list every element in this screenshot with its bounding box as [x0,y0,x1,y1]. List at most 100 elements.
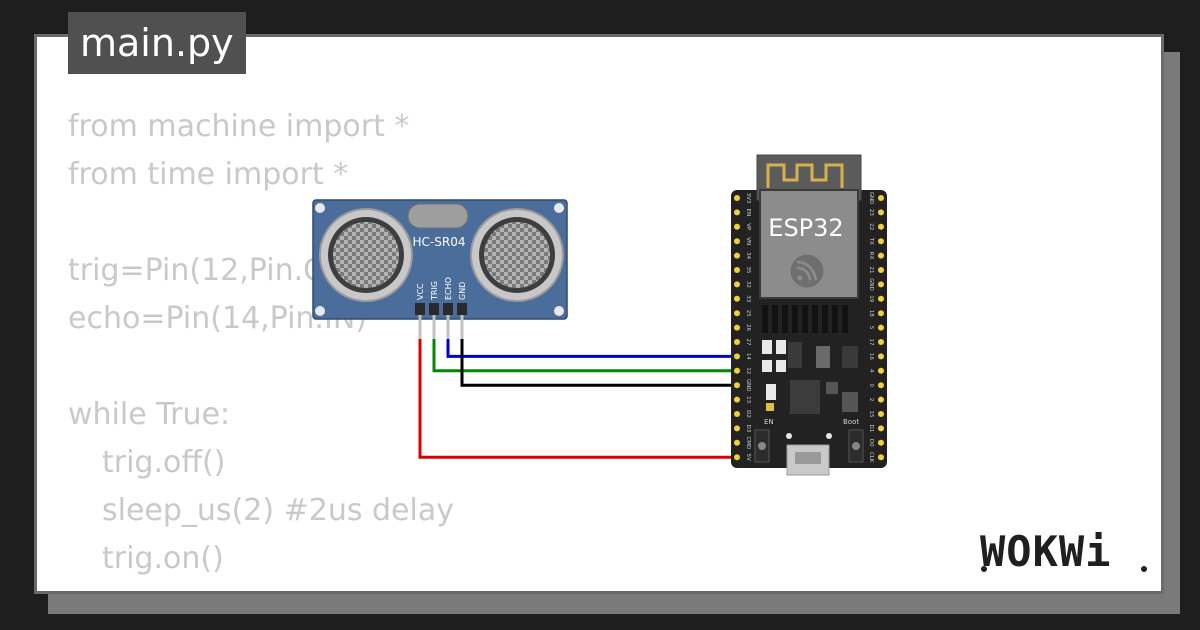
wokwi-logo: WOKWi [980,527,1147,576]
board-pin-left-27[interactable]: 27 [734,339,751,346]
board-pin-left-35[interactable]: 35 [734,267,751,274]
board-pin-label: 3V3 [745,193,751,204]
transducer-left [319,208,413,302]
board-pin-right-23[interactable]: 23 [868,209,884,216]
en-button-label: EN [764,418,774,426]
board-pin-left-13[interactable]: 13 [734,396,751,404]
wire-vcc-to-5v[interactable] [418,339,737,459]
board-pin-right-22[interactable]: 22 [868,223,884,230]
board-pin-label: 2 [868,398,874,402]
board-pin-left-vn[interactable]: VN [734,237,751,245]
hc-sr04-sensor[interactable]: HC-SR04 VCC TRIG ECHO GND [312,199,568,339]
code-line: sleep_us(10) #10us delay [68,583,492,591]
board-pin-left-32[interactable]: 32 [734,281,751,288]
board-pin-right-17[interactable]: 17 [868,339,884,346]
wire-echo-to-14[interactable] [446,339,737,358]
espressif-logo-icon [789,253,825,289]
board-pin-right-gnd[interactable]: GND [868,278,884,291]
board-pin-left-34[interactable]: 34 [734,252,751,260]
board-pin-label: TX [868,237,874,245]
code-line: from time import * [68,157,349,192]
board-pin-right-18[interactable]: 18 [868,310,884,317]
wire-gnd-to-gnd[interactable] [460,339,737,387]
board-pin-left-d2[interactable]: D2 [734,410,751,418]
board-pin-left-26[interactable]: 26 [734,324,751,332]
sensor-pin-trig[interactable]: TRIG [429,281,439,339]
board-pin-left-vp[interactable]: VP [734,223,751,231]
board-pin-right-15[interactable]: 15 [868,411,884,418]
board-pin-label: 13 [745,396,751,403]
sensor-pin-gnd[interactable]: GND [457,282,467,339]
wokwi-logo-text: WOKWi [980,527,1111,576]
board-pin-label: D2 [745,410,751,418]
board-pin-label: 23 [868,209,874,216]
board-pin-label: RX [868,252,874,260]
board-pin-label: 35 [745,267,751,274]
sensor-pin-label: GND [458,282,467,300]
board-pin-left-5v[interactable]: 5V [734,454,751,461]
preview-card: from machine import * from time import * t… [34,34,1164,594]
board-pin-right-16[interactable]: 16 [868,353,884,360]
board-pin-label: 34 [745,252,751,259]
board-pin-label: 22 [868,223,874,230]
board-pin-label: 12 [745,367,751,374]
code-line: from machine import * [68,109,410,144]
file-tab-main-py[interactable]: main.py [68,12,246,74]
code-editor: from machine import * from time import * t… [68,103,492,591]
sensor-pin-echo[interactable]: ECHO [443,277,453,339]
sensor-pin-label: VCC [416,283,425,300]
board-pin-right-19[interactable]: 19 [868,295,884,303]
board-pin-right-d0[interactable]: D0 [868,439,884,447]
board-pin-right-5[interactable]: 5 [868,324,884,331]
board-pin-right-clk[interactable]: CLK [868,452,884,463]
board-pin-label: 17 [868,339,874,346]
board-pin-label: 32 [745,281,751,288]
board-pin-right-4[interactable]: 4 [868,367,884,374]
board-pin-left-3v3[interactable]: 3V3 [734,193,751,204]
board-pin-label: D1 [868,425,874,433]
board-pin-label: 33 [745,295,751,302]
board-name-label: ESP32 [768,214,843,242]
board-pin-label: EN [745,209,751,217]
board-pin-right-gnd[interactable]: GND [868,192,884,205]
code-line: trig.off() [102,445,226,480]
sensor-pin-label: TRIG [430,281,439,301]
board-pin-left-14[interactable]: 14 [734,353,751,360]
board-pin-label: 27 [745,339,751,346]
board-pin-label: CMD [745,436,751,449]
board-pin-label: D0 [868,439,874,447]
en-button[interactable] [754,429,770,463]
board-pin-right-21[interactable]: 21 [868,267,884,274]
board-pin-right-2[interactable]: 2 [868,396,884,403]
board-pin-label: 21 [868,267,874,274]
board-pin-label: VP [745,223,751,231]
board-pin-left-25[interactable]: 25 [734,310,751,317]
board-pin-label: 4 [868,369,874,373]
board-pin-label: 26 [745,324,751,331]
board-pin-right-rx[interactable]: RX [868,252,884,260]
board-pin-left-33[interactable]: 33 [734,295,751,303]
sensor-pin-vcc[interactable]: VCC [415,283,425,339]
board-pin-label: 25 [745,310,751,317]
board-pin-label: 15 [868,411,874,418]
board-pin-left-12[interactable]: 12 [734,367,751,374]
board-pin-left-cmd[interactable]: CMD [734,436,751,449]
board-pin-label: 16 [868,353,874,360]
esp32-board[interactable]: ESP32 EN Boot [731,154,887,476]
wire-trig-to-12[interactable] [432,339,737,373]
sensor-model-label: HC-SR04 [413,235,466,249]
transducer-right [470,208,564,302]
board-pin-label: GND [868,278,874,291]
boot-button-label: Boot [843,418,859,426]
board-pin-left-d3[interactable]: D3 [734,425,751,433]
board-pin-left-en[interactable]: EN [734,209,751,217]
boot-button[interactable] [848,429,864,463]
board-pin-left-gnd[interactable]: GND [734,379,751,392]
board-pin-label: 5V [745,454,751,461]
board-pin-right-tx[interactable]: TX [868,237,884,245]
board-pin-right-0[interactable]: 0 [868,382,884,389]
sensor-pins: VCC TRIG ECHO GND [415,277,467,339]
board-pin-right-d1[interactable]: D1 [868,425,884,433]
board-pin-headers: 3V3ENVPVN343532332526271412GND13D2D3CMD5… [734,192,884,463]
